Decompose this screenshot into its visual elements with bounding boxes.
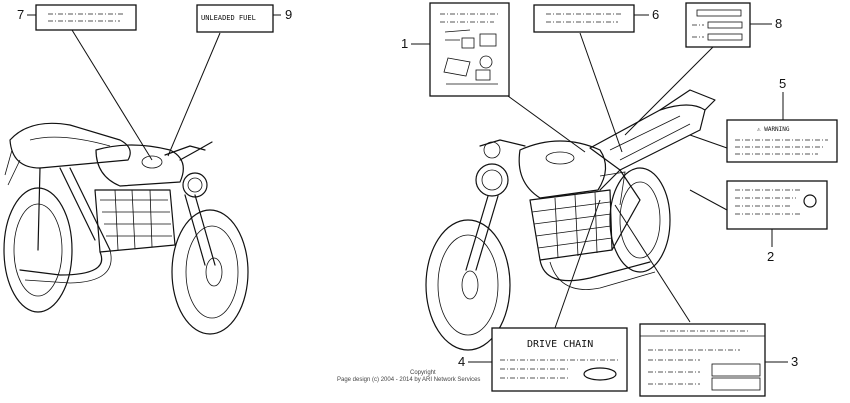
callout-5: 5: [779, 76, 786, 91]
leader-line-7: [71, 29, 153, 161]
label-9-unleaded-fuel-decal: [196, 4, 274, 33]
leader-line-9: [167, 32, 221, 157]
label-4-drive-chain-decal: [491, 327, 628, 392]
right-motorcycle-drawing: [425, 89, 716, 351]
callout-6: 6: [652, 7, 659, 22]
leader-line-6: [579, 32, 623, 153]
callout-1-group: 1: [401, 2, 510, 97]
callout-8: 8: [775, 16, 782, 31]
chain-adjuster-symbol: [583, 367, 617, 381]
unleaded-fuel-text: UNLEADED FUEL: [201, 14, 256, 22]
label-2-circle-symbol: [803, 194, 817, 208]
callout-8-group: 8: [685, 2, 782, 48]
label-7-decal: [35, 4, 137, 31]
copyright-line-1: Copyright: [410, 370, 436, 376]
callout-3-group: 3: [639, 323, 798, 397]
label-6-decal: [533, 4, 635, 33]
callout-7-group: 7: [17, 4, 137, 31]
left-motorcycle-drawing: [3, 122, 249, 335]
leader-line-3: [614, 204, 691, 323]
leader-line-2: [689, 189, 728, 211]
callout-4: 4: [458, 354, 465, 369]
callout-2-group: 2: [726, 180, 828, 264]
callout-2: 2: [767, 249, 774, 264]
leader-line-1: [507, 95, 586, 153]
leader-line-8: [624, 44, 716, 136]
label-2-decal: [726, 180, 828, 230]
callout-7: 7: [17, 7, 24, 22]
callout-9: 9: [285, 7, 292, 22]
callout-4-group: 4 DRIVE CHAIN: [458, 327, 628, 392]
callout-9-group: UNLEADED FUEL 9: [196, 4, 292, 33]
label-1-decal: [429, 2, 510, 97]
drive-chain-text: DRIVE CHAIN: [527, 339, 593, 350]
warning-text: ⚠ WARNING: [757, 126, 790, 133]
callout-1: 1: [401, 36, 408, 51]
leader-line-4: [554, 199, 601, 329]
callout-5-group: 5 ⚠ WARNING: [726, 76, 838, 163]
leader-line-5: [689, 134, 728, 149]
label-5-warning-decal: [726, 119, 838, 163]
copyright-line-2: Page design (c) 2004 - 2014 by ARI Netwo…: [337, 377, 480, 383]
callout-6-group: 6: [533, 4, 659, 33]
callout-3: 3: [791, 354, 798, 369]
